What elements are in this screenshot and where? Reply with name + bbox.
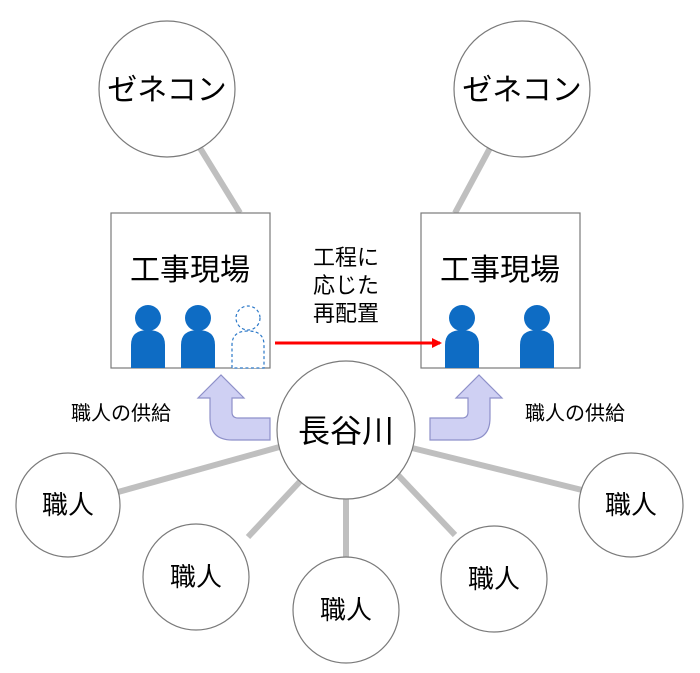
craftsman-label-1: 職人	[42, 491, 94, 521]
connectors	[117, 146, 583, 560]
bent-arrow-up-icon	[429, 374, 504, 441]
reassign-label-line1: 工程に	[313, 246, 379, 271]
construction-site-right-box	[420, 212, 581, 369]
craftsman-node-2	[142, 523, 250, 631]
connector-gc-left	[197, 146, 243, 215]
connector-craftsman-1	[117, 443, 284, 495]
general-contractor-left-label: ゼネコン	[107, 73, 226, 108]
construction-site-left-label: 工事現場	[130, 253, 250, 288]
craftsman-label-4: 職人	[468, 565, 520, 595]
supply-label-left: 職人の供給	[71, 401, 171, 425]
center-company-label: 長谷川	[298, 412, 394, 450]
construction-site-right-label: 工事現場	[440, 253, 560, 288]
connector-craftsman-5	[411, 445, 583, 493]
reassign-label-line2: 応じた	[313, 274, 379, 299]
craftsman-label-3: 職人	[320, 596, 372, 626]
connector-gc-right	[452, 146, 493, 215]
connector-craftsman-4	[394, 471, 458, 538]
craftsman-label-2: 職人	[170, 563, 222, 593]
general-contractor-right-node	[453, 20, 591, 158]
person-icon	[520, 305, 554, 368]
bent-arrow-up-icon	[196, 374, 271, 441]
craftsman-node-1	[15, 452, 121, 558]
person-icon	[181, 305, 215, 368]
person-icon	[445, 305, 479, 368]
person-icon	[131, 305, 165, 368]
person-outline-icon	[231, 305, 265, 369]
craftsman-label-5: 職人	[605, 491, 657, 521]
connector-craftsman-2	[245, 472, 309, 540]
craftsman-node-3	[292, 556, 400, 664]
center-company-node	[276, 360, 416, 500]
general-contractor-left-node	[98, 20, 236, 158]
reassign-label-line3: 再配置	[313, 302, 379, 327]
craftsman-node-5	[578, 452, 684, 558]
craftsman-node-4	[440, 525, 548, 633]
general-contractor-right-label: ゼネコン	[462, 73, 581, 108]
supply-label-right: 職人の供給	[525, 401, 625, 425]
